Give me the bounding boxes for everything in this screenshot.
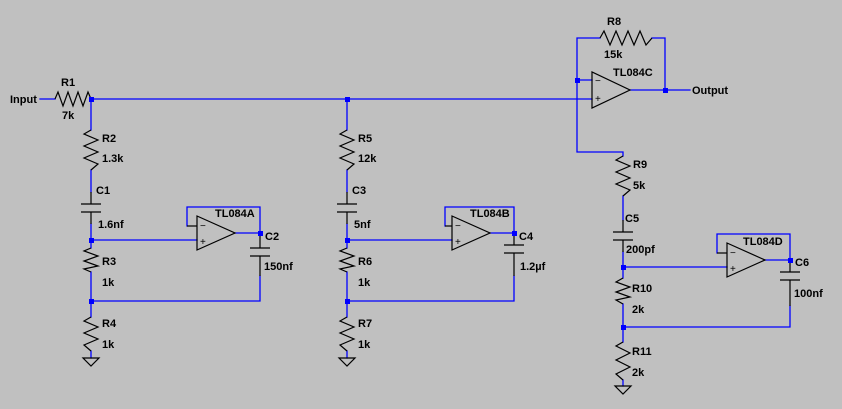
r6-value: 1k — [358, 277, 371, 289]
opamp-a-minus: − — [200, 221, 206, 232]
opamp-c-minus: − — [595, 76, 601, 87]
junction-dot — [89, 97, 94, 102]
c2-value: 150nf — [264, 261, 293, 273]
resistor-r10[interactable]: R10 2k — [614, 277, 652, 316]
r2-name: R2 — [102, 133, 116, 145]
c4-value: 1.2µf — [520, 261, 546, 273]
capacitor-c1[interactable]: C1 1.6nf — [81, 185, 124, 231]
opamp-c-name: TL084C — [613, 67, 653, 79]
r4-name: R4 — [102, 318, 117, 330]
c2-name: C2 — [265, 231, 279, 243]
r11-value: 2k — [632, 367, 645, 379]
r4-value: 1k — [102, 339, 115, 351]
output-port-label: Output — [692, 85, 728, 97]
ground-icon — [337, 357, 357, 367]
wire-opamp-c-inv-down — [576, 79, 624, 157]
r8-value: 15k — [604, 49, 623, 61]
junction-dot — [512, 231, 517, 236]
c4-name: C4 — [519, 231, 534, 243]
junction-dot — [345, 97, 350, 102]
ground-icon — [613, 385, 633, 395]
resistor-r5[interactable]: R5 12k — [338, 129, 377, 171]
resistor-r9[interactable]: R9 5k — [614, 155, 647, 197]
resistor-r6[interactable]: R6 1k — [338, 247, 372, 289]
c5-name: C5 — [625, 213, 639, 225]
capacitor-c3[interactable]: C3 5nf — [337, 185, 371, 231]
capacitor-c2[interactable]: C2 150nf — [250, 231, 293, 276]
input-port-label: Input — [10, 94, 37, 106]
resistor-r4[interactable]: R4 1k — [82, 316, 117, 352]
c1-name: C1 — [96, 185, 110, 197]
r9-name: R9 — [633, 159, 647, 171]
c6-name: C6 — [795, 257, 809, 269]
resistor-r2[interactable]: R2 1.3k — [82, 129, 124, 171]
resistor-r7[interactable]: R7 1k — [338, 316, 372, 352]
r10-name: R10 — [632, 283, 652, 295]
r1-value: 7k — [62, 110, 75, 122]
opamp-b-plus: + — [455, 237, 461, 248]
opamp-b-name: TL084B — [470, 208, 510, 220]
junction-dot — [345, 299, 350, 304]
junction-dot — [345, 238, 350, 243]
resistor-r11[interactable]: R11 2k — [614, 341, 652, 381]
opamp-d-plus: + — [730, 264, 736, 275]
junction-dot — [663, 88, 668, 93]
r1-name: R1 — [61, 77, 75, 89]
wire-stage-d-fb — [622, 233, 791, 328]
c3-name: C3 — [352, 185, 366, 197]
opamp-tl084c[interactable]: − + TL084C — [591, 67, 653, 109]
junction-dot — [258, 231, 263, 236]
wires — [39, 37, 791, 387]
resistor-r8[interactable]: R8 15k — [599, 16, 653, 61]
wire-stage-b-fb — [346, 206, 515, 302]
resistor-r3[interactable]: R3 1k — [82, 247, 116, 289]
r5-value: 12k — [358, 153, 377, 165]
opamp-tl084d[interactable]: − + TL084D — [717, 236, 783, 278]
capacitor-c5[interactable]: C5 200pf — [613, 213, 655, 256]
r6-name: R6 — [358, 256, 372, 268]
junctions — [89, 78, 793, 330]
opamp-d-name: TL084D — [743, 236, 783, 248]
c5-value: 200pf — [626, 244, 655, 256]
junction-dot — [575, 78, 580, 83]
r7-value: 1k — [358, 339, 371, 351]
junction-dot — [89, 299, 94, 304]
opamp-a-name: TL084A — [215, 208, 255, 220]
r9-value: 5k — [633, 180, 646, 192]
r10-value: 2k — [632, 304, 645, 316]
r8-name: R8 — [607, 16, 621, 28]
r2-value: 1.3k — [102, 153, 124, 165]
c1-value: 1.6nf — [98, 219, 124, 231]
junction-dot — [621, 325, 626, 330]
opamp-d-minus: − — [730, 248, 736, 259]
opamp-c-plus: + — [595, 94, 601, 105]
ground-icon — [81, 357, 101, 367]
r11-name: R11 — [632, 346, 652, 358]
r3-name: R3 — [102, 256, 116, 268]
opamp-b-minus: − — [455, 221, 461, 232]
capacitor-c4[interactable]: C4 1.2µf — [504, 231, 546, 276]
r5-name: R5 — [358, 133, 372, 145]
opamp-tl084b[interactable]: − + TL084B — [445, 208, 510, 251]
junction-dot — [788, 258, 793, 263]
opamp-tl084a[interactable]: − + TL084A — [187, 208, 255, 251]
junction-dot — [89, 238, 94, 243]
wire-r8-feedback — [576, 37, 666, 91]
c3-value: 5nf — [354, 219, 371, 231]
c6-value: 100nf — [794, 288, 823, 300]
wire-stage-a-fb — [90, 206, 261, 302]
resistor-r1[interactable]: R1 7k — [54, 77, 92, 122]
r7-name: R7 — [358, 318, 372, 330]
capacitor-c6[interactable]: C6 100nf — [780, 257, 823, 306]
opamp-a-plus: + — [200, 237, 206, 248]
r3-value: 1k — [102, 277, 115, 289]
junction-dot — [621, 265, 626, 270]
ground-symbols — [81, 357, 633, 395]
